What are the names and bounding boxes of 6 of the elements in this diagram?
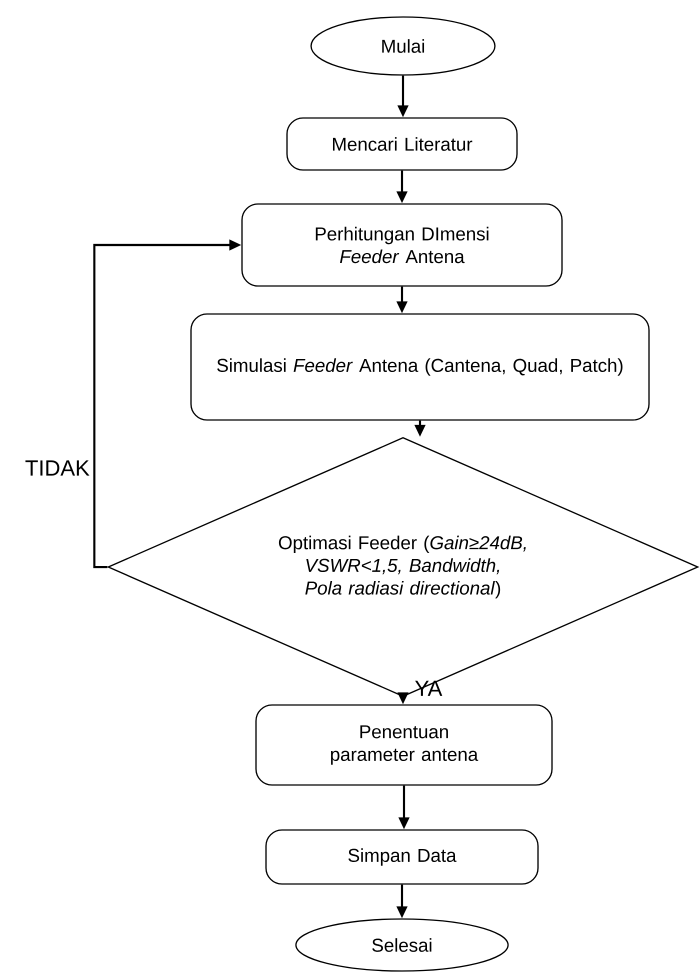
- process-box: Simulasi Feeder Antena (Cantena, Quad, Patch): [190, 313, 650, 421]
- process-box: Penentuan parameter antena: [255, 704, 553, 786]
- edge-label: TIDAK: [25, 460, 90, 476]
- process-box: Simpan Data: [265, 829, 539, 885]
- process-box: Perhitungan DImensi Feeder Antena: [241, 203, 563, 287]
- process-box: Mencari Literatur: [286, 117, 518, 171]
